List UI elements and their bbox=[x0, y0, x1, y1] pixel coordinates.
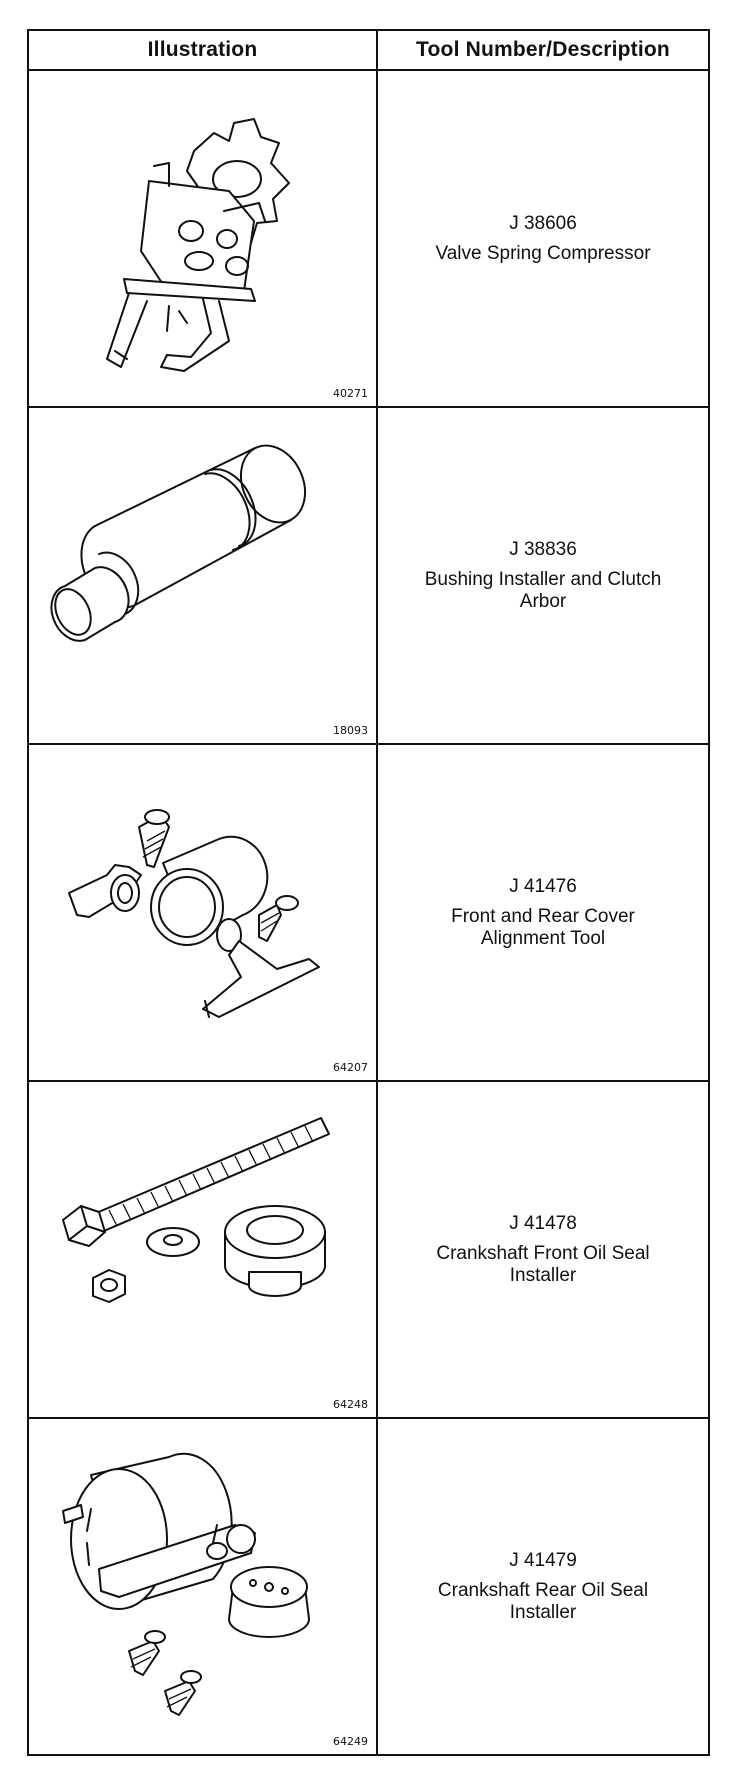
valve-spring-compressor-drawing bbox=[106, 118, 290, 372]
table-row: 18093 J 38836 Bushing Installer and Clut… bbox=[27, 406, 710, 745]
tool-number: J 41479 bbox=[509, 1549, 577, 1571]
header-tool-description: Tool Number/Description bbox=[376, 29, 710, 71]
illustration-cell: 64207 bbox=[27, 743, 378, 1082]
illustration-cell: 40271 bbox=[27, 69, 378, 408]
illustration-cell: 64249 bbox=[27, 1417, 378, 1756]
description-cell: J 38606 Valve Spring Compressor bbox=[376, 69, 710, 408]
tool-number: J 38606 bbox=[509, 212, 577, 234]
tool-description: Valve Spring Compressor bbox=[435, 242, 651, 264]
bushing-installer-drawing bbox=[50, 444, 307, 642]
cover-alignment-tool-drawing bbox=[68, 809, 320, 1018]
tool-number: J 38836 bbox=[509, 538, 577, 560]
table-row: 40271 J 38606 Valve Spring Compressor bbox=[27, 69, 710, 408]
header-row: Illustration Tool Number/Description bbox=[27, 29, 710, 71]
figure-number: 40271 bbox=[333, 387, 368, 400]
table-row: 64248 J 41478 Crankshaft Front Oil Seal … bbox=[27, 1080, 710, 1419]
description-cell: J 41478 Crankshaft Front Oil Seal Instal… bbox=[376, 1080, 710, 1419]
tool-number: J 41476 bbox=[509, 875, 577, 897]
special-tools-table: Illustration Tool Number/Description bbox=[27, 29, 710, 1756]
figure-number: 64249 bbox=[333, 1735, 368, 1748]
illustration-cell: 18093 bbox=[27, 406, 378, 745]
tool-description: Bushing Installer and Clutch Arbor bbox=[424, 568, 662, 612]
description-cell: J 38836 Bushing Installer and Clutch Arb… bbox=[376, 406, 710, 745]
tool-description: Crankshaft Rear Oil Seal Installer bbox=[437, 1579, 649, 1623]
tool-description: Front and Rear Cover Alignment Tool bbox=[451, 905, 635, 949]
illustration-cell: 64248 bbox=[27, 1080, 378, 1419]
figure-number: 18093 bbox=[333, 724, 368, 737]
table-row: 64207 J 41476 Front and Rear Cover Align… bbox=[27, 743, 710, 1082]
tool-description: Crankshaft Front Oil Seal Installer bbox=[436, 1242, 650, 1286]
header-illustration: Illustration bbox=[27, 29, 378, 71]
front-seal-installer-drawing bbox=[62, 1117, 330, 1303]
rear-seal-installer-drawing bbox=[62, 1452, 310, 1716]
description-cell: J 41479 Crankshaft Rear Oil Seal Install… bbox=[376, 1417, 710, 1756]
figure-number: 64248 bbox=[333, 1398, 368, 1411]
table-row: 64249 J 41479 Crankshaft Rear Oil Seal I… bbox=[27, 1417, 710, 1756]
description-cell: J 41476 Front and Rear Cover Alignment T… bbox=[376, 743, 710, 1082]
tool-number: J 41478 bbox=[509, 1212, 577, 1234]
figure-number: 64207 bbox=[333, 1061, 368, 1074]
